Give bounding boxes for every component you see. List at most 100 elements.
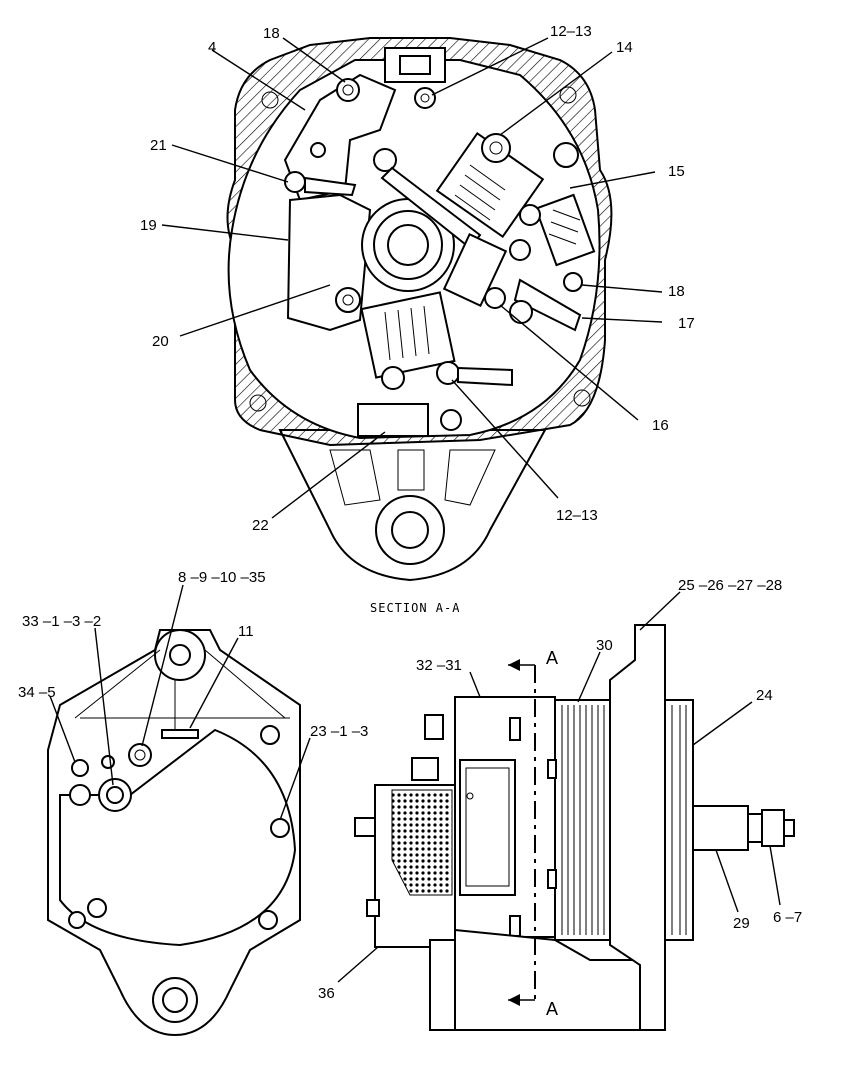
shaft-nut-6-7	[761, 809, 785, 847]
leader	[171, 144, 289, 183]
callout-20: 20	[152, 333, 169, 350]
leader	[282, 37, 346, 83]
leader	[499, 304, 639, 421]
leader	[692, 701, 753, 746]
section-caption: SECTION A-A	[370, 601, 460, 615]
shaft-end	[783, 819, 795, 837]
callout-19: 19	[140, 217, 157, 234]
leader	[715, 849, 739, 913]
leader	[189, 637, 239, 729]
callout-36: 36	[318, 985, 335, 1002]
callout-32-31: 32 –31	[416, 657, 462, 674]
bolt	[381, 366, 405, 390]
leader	[337, 946, 379, 983]
fin	[423, 305, 430, 355]
leader	[451, 379, 559, 499]
callout-6-7: 6 –7	[773, 909, 802, 926]
top-boss-hole	[169, 644, 191, 666]
leader	[211, 49, 306, 111]
regulator-cover	[459, 759, 516, 896]
leader	[94, 627, 114, 786]
washer	[747, 813, 763, 843]
leader	[179, 284, 331, 337]
callout-12-13: 12–13	[550, 23, 592, 40]
diode-trio-plate	[286, 193, 372, 332]
callout-18-right: 18	[668, 283, 685, 300]
callout-33-1-3-2: 33 –1 –3 –2	[22, 613, 101, 630]
callout-30: 30	[596, 637, 613, 654]
bolt-head	[336, 78, 360, 102]
fin	[459, 184, 496, 211]
end-view-ribs	[74, 649, 290, 719]
housing-bolt	[509, 915, 521, 937]
bolt-hole	[260, 725, 280, 745]
leader	[469, 671, 481, 698]
callout-4: 4	[208, 39, 216, 56]
bolt	[440, 409, 462, 431]
rectifier-heat-sink-lower	[360, 291, 456, 379]
cover-screw	[466, 792, 474, 800]
leader	[271, 431, 386, 519]
section-mark-top: A	[546, 648, 558, 668]
bolt	[519, 204, 541, 226]
housing-bolt	[509, 717, 521, 741]
callout-18: 18	[263, 25, 280, 42]
bolt-hole	[71, 759, 89, 777]
top-terminal	[399, 55, 431, 75]
foot-web-left	[329, 449, 381, 506]
leader	[581, 284, 663, 293]
callout-8-9-10-35: 8 –9 –10 –35	[178, 569, 266, 586]
leader	[49, 695, 76, 763]
callout-14: 14	[616, 39, 633, 56]
housing-bolt-hole	[559, 86, 577, 104]
leader	[499, 51, 613, 136]
diode-block	[442, 233, 508, 307]
regulator-cover-inner	[465, 767, 510, 887]
leader	[581, 317, 663, 323]
housing-bolt-hole	[573, 389, 591, 407]
rear-foot	[429, 939, 456, 1031]
bolt-head-center	[342, 84, 354, 96]
bolt-23	[270, 818, 290, 838]
terminal-stud-8	[128, 743, 152, 767]
fin	[384, 311, 391, 361]
leader	[161, 224, 289, 241]
pulley-hub-29	[692, 805, 749, 851]
bolt-18-right	[563, 272, 583, 292]
fin	[469, 164, 506, 191]
fin	[548, 233, 577, 245]
leader	[431, 37, 549, 96]
leader	[577, 651, 601, 703]
callout-22: 22	[252, 517, 269, 534]
bolt-hole	[101, 755, 115, 769]
thru-bolt-head	[547, 759, 557, 779]
side-view	[337, 591, 795, 1031]
bolt-hole	[68, 911, 86, 929]
plate-hole	[335, 287, 361, 313]
brush-holder-22	[357, 403, 429, 437]
bolt-center	[420, 93, 430, 103]
fin	[454, 194, 491, 221]
rectifier-heat-sink-upper	[435, 131, 545, 239]
terminal-strap	[304, 176, 357, 197]
leader	[569, 171, 656, 189]
bolt-14-center	[489, 141, 503, 155]
capacitor-lead	[457, 366, 513, 387]
terminal-stud-center	[134, 749, 146, 761]
terminal-stud-nut	[106, 786, 124, 804]
thru-bolt-head	[547, 869, 557, 889]
leader	[141, 584, 184, 747]
leader	[639, 591, 681, 631]
bolt-12-13-upper	[414, 87, 436, 109]
bracket-hole	[310, 142, 326, 158]
rectifier-heat-sink-right	[534, 193, 596, 267]
callout-29: 29	[733, 915, 750, 932]
plate-hole-center	[342, 294, 354, 306]
fin	[550, 221, 579, 233]
pivot-pin-11	[161, 729, 199, 739]
stator-30	[554, 699, 611, 941]
bolt-14	[481, 133, 511, 163]
callout-21: 21	[150, 137, 167, 154]
stator-laminations	[561, 705, 605, 935]
